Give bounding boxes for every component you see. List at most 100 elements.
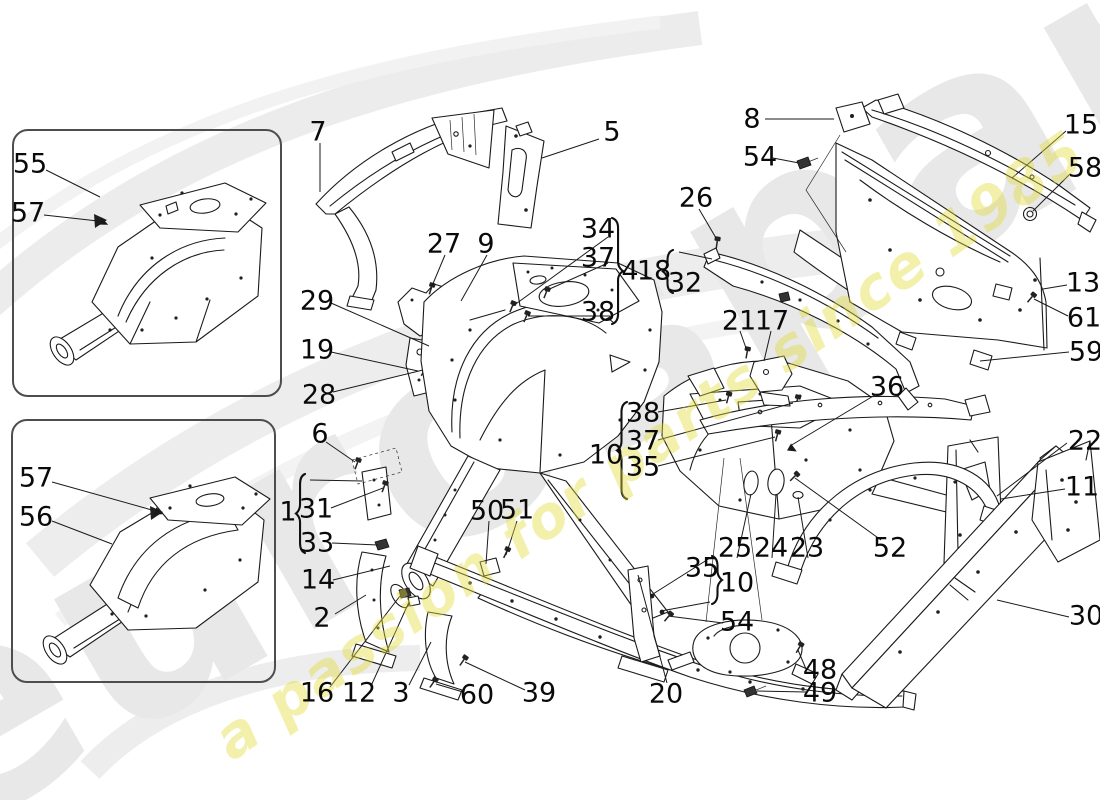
callout-20: 20 — [648, 678, 684, 710]
callout-26: 26 — [678, 182, 714, 214]
leader-line — [797, 649, 807, 670]
leader-line — [756, 690, 807, 693]
leader-line — [763, 330, 772, 362]
callout-54: 54 — [742, 141, 778, 173]
leader-line — [660, 601, 711, 612]
leader-line — [460, 254, 488, 302]
leader-line — [45, 169, 101, 198]
grouping-brace — [610, 216, 626, 326]
callout-24: 24 — [753, 532, 789, 564]
callout-18: 18 — [636, 255, 672, 287]
leader-line — [51, 481, 153, 511]
leader-line — [667, 615, 724, 624]
callout-6: 6 — [311, 418, 329, 450]
callout-54: 54 — [719, 606, 755, 638]
callout-15: 15 — [1063, 109, 1099, 141]
callout-57: 57 — [10, 197, 46, 229]
callout-31: 31 — [298, 493, 334, 525]
leader-line — [1033, 298, 1069, 317]
leader-line — [370, 601, 410, 687]
leader-line — [1011, 130, 1067, 179]
leader-line — [431, 254, 446, 287]
callout-37: 37 — [625, 425, 661, 457]
callout-56: 56 — [18, 501, 54, 533]
leader-line — [1032, 173, 1071, 212]
leader-line — [325, 441, 356, 463]
leader-line — [464, 661, 526, 691]
grouping-brace — [710, 554, 724, 606]
leader-line — [332, 565, 391, 581]
grouping-brace — [661, 248, 675, 295]
leader-line — [1042, 284, 1068, 290]
callout-22: 22 — [1067, 425, 1100, 457]
callout-50: 50 — [469, 495, 505, 527]
callout-13: 13 — [1065, 267, 1100, 299]
leader-line — [657, 402, 794, 441]
callout-11: 11 — [1064, 471, 1100, 503]
part-7-fender-rail-and-part-5-panel — [315, 107, 545, 311]
leader-line — [541, 138, 600, 159]
leader-arrowhead — [153, 507, 164, 515]
leader-line — [698, 208, 717, 239]
leader-line — [331, 542, 379, 546]
leader-line — [51, 520, 113, 545]
leader-line — [435, 683, 464, 693]
callout-5: 5 — [603, 116, 621, 148]
leader-line — [771, 493, 777, 559]
callout-2: 2 — [313, 602, 331, 634]
leader-line — [794, 477, 882, 541]
callout-48: 48 — [802, 654, 838, 686]
leader-line — [657, 399, 727, 413]
leader-line — [485, 520, 490, 565]
callout-1: 1 — [279, 496, 297, 528]
leader-line — [330, 351, 419, 372]
callout-49: 49 — [802, 677, 838, 709]
callout-38: 38 — [625, 397, 661, 429]
callout-10: 10 — [719, 567, 755, 599]
leader-line — [1000, 488, 1066, 500]
callout-19: 19 — [299, 334, 335, 366]
arch-and-side-rail-30 — [771, 440, 1100, 709]
cowl-firewall-group — [793, 93, 1097, 371]
callout-14: 14 — [300, 564, 336, 596]
inset-bottom-left-wheelhouse-drawing — [42, 476, 271, 665]
leader-line — [329, 595, 401, 688]
leader-line — [330, 302, 430, 347]
inset-top-left-wheelhouse-drawing — [49, 182, 267, 366]
callout-4: 4 — [621, 255, 639, 287]
callout-12: 12 — [341, 677, 377, 709]
callout-36: 36 — [869, 371, 905, 403]
leader-line — [332, 369, 424, 393]
callout-28: 28 — [301, 379, 337, 411]
callout-35: 35 — [684, 552, 720, 584]
leader-line — [637, 574, 668, 684]
leader-line — [43, 214, 99, 222]
leader-line — [512, 236, 609, 307]
callout-58: 58 — [1067, 152, 1100, 184]
callout-17: 17 — [754, 305, 790, 337]
callout-9: 9 — [477, 228, 495, 260]
leader-line — [797, 496, 809, 559]
bracket-21-17 — [742, 345, 793, 407]
leader-line — [996, 442, 1068, 497]
leader-line — [739, 330, 748, 352]
callout-10: 10 — [588, 439, 624, 471]
grouping-brace — [615, 400, 629, 501]
inset-box-1 — [12, 129, 282, 397]
leader-line — [652, 557, 711, 595]
callout-61: 61 — [1066, 302, 1100, 334]
callout-3: 3 — [392, 677, 410, 709]
leader-line — [789, 394, 876, 447]
callout-57: 57 — [18, 462, 54, 494]
leader-line — [309, 479, 363, 482]
callout-59: 59 — [1068, 336, 1100, 368]
callout-21: 21 — [721, 305, 757, 337]
callout-38: 38 — [580, 296, 616, 328]
callout-25: 25 — [717, 532, 753, 564]
windscreen-lower-rail — [703, 235, 920, 411]
callout-60: 60 — [459, 679, 495, 711]
